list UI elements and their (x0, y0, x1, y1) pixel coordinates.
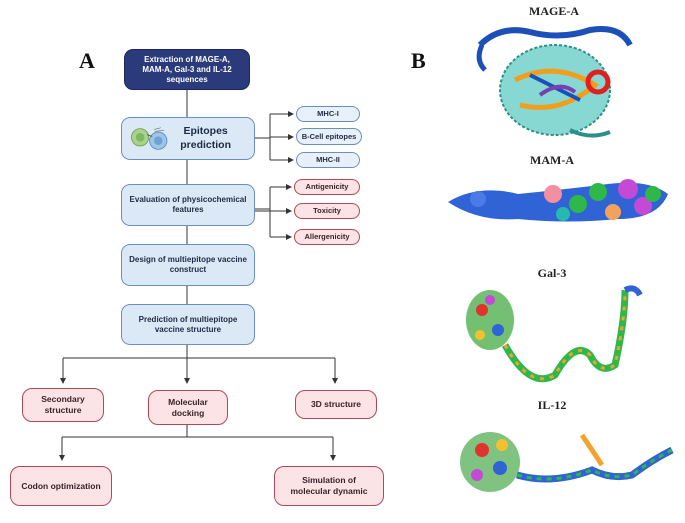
prediction-box: Prediction of multiepitope vaccine struc… (121, 304, 255, 345)
molecular-docking-box: Molecular docking (148, 390, 228, 425)
allergenicity-box: Allergenicity (294, 229, 360, 245)
toxicity-box: Toxicity (294, 203, 360, 219)
evaluation-box: Evaluation of physicochemical features (121, 184, 255, 226)
mam-a-structure (448, 179, 668, 222)
epitopes-prediction-box: Epitopes prediction (121, 117, 255, 160)
simulation-box: Simulation of molecular dynamic (274, 466, 384, 506)
immune-cell-icon (131, 127, 168, 150)
gal-3-title: Gal-3 (537, 266, 567, 280)
codon-optimization-box: Codon optimization (10, 466, 112, 506)
antigenicity-box: Antigenicity (294, 179, 360, 195)
mhc2-box: MHC-II (296, 152, 360, 168)
il-12-title: IL-12 (537, 398, 567, 412)
epitopes-prediction-label: Epitopes prediction (180, 125, 231, 151)
design-box: Design of multiepitope vaccine construct (121, 244, 255, 286)
gal-3-structure (466, 285, 643, 383)
secondary-structure-box: Secondary structure (22, 388, 104, 422)
mhc1-box: MHC-I (296, 106, 360, 122)
panel-b-letter: B (411, 48, 426, 73)
mage-a-title: MAGE-A (529, 4, 579, 18)
il-12-structure (460, 432, 674, 492)
3d-structure-box: 3D structure (295, 390, 377, 419)
mam-a-title: MAM-A (530, 153, 574, 167)
panel-a-letter: A (79, 48, 95, 73)
mage-a-structure (476, 26, 633, 138)
extraction-box: Extraction of MAGE-A, MAM-A, Gal-3 and I… (124, 49, 250, 90)
bcell-epitopes-box: B-Cell epitopes (296, 128, 362, 145)
